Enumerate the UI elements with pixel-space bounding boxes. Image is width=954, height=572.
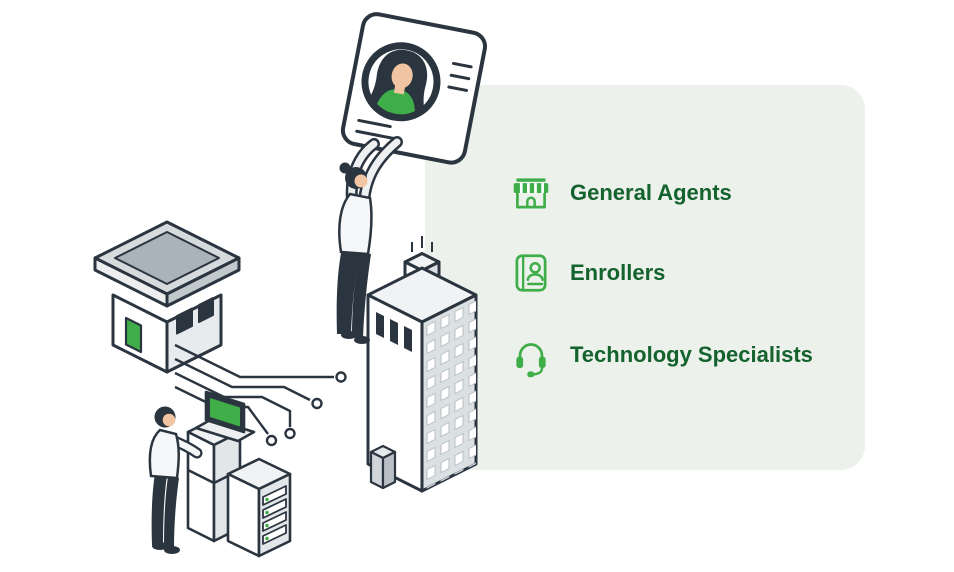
circuit-traces	[174, 343, 347, 447]
panel-item-label: Enrollers	[570, 260, 666, 285]
audience-panel: General Agents Enrollers	[425, 85, 865, 470]
panel-item-general-agents: General Agents	[508, 170, 732, 216]
storefront-icon	[508, 170, 554, 216]
laptop	[194, 390, 256, 443]
panel-item-enrollers: Enrollers	[508, 250, 665, 296]
server-rack	[226, 457, 292, 558]
headset-icon	[508, 332, 554, 378]
storefront-building	[93, 220, 241, 374]
person-at-kiosk	[148, 406, 203, 554]
panel-item-label: General Agents	[570, 180, 732, 205]
panel-item-label: Technology Specialists	[570, 342, 813, 367]
kiosk-desk	[186, 417, 242, 543]
panel-item-technology-specialists: Technology Specialists	[508, 332, 813, 378]
id-card-icon	[508, 250, 554, 296]
person-reaching	[336, 136, 403, 344]
